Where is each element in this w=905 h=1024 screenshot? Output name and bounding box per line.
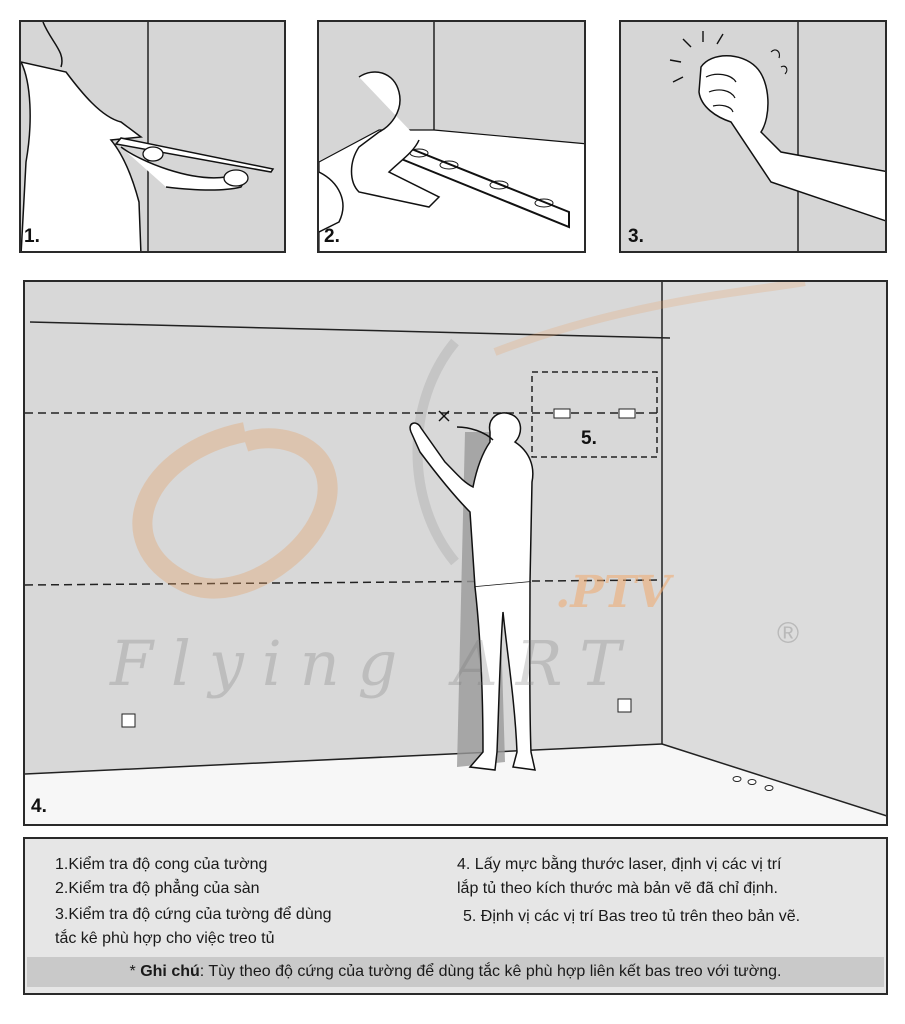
footnote: * Ghi chú: Tùy theo độ cứng của tường để… [27, 957, 884, 987]
note-left-4: tắc kê phù hợp cho việc treo tủ [55, 929, 275, 949]
wall-hardness-drawing [621, 22, 887, 253]
registered-mark: ® [777, 617, 799, 651]
note-left-1: 1.Kiểm tra độ cong của tường [55, 855, 267, 875]
step-number: 3. [628, 226, 644, 248]
step-number: 4. [31, 796, 47, 818]
step-number-5: 5. [581, 428, 597, 450]
watermark-brand: .PTV [555, 567, 670, 618]
step-2-illustration: 2. [317, 20, 586, 253]
step-1-illustration: 1. [19, 20, 286, 253]
footnote-prefix: * [130, 963, 141, 980]
watermark-text: Flying ART [110, 627, 639, 700]
instructions-box: 1.Kiểm tra độ cong của tường 2.Kiểm tra … [23, 837, 888, 995]
step-number: 2. [324, 226, 340, 248]
note-left-2: 2.Kiểm tra độ phẳng của sàn [55, 879, 260, 899]
floor-flatness-drawing [319, 22, 586, 253]
note-right-2: lắp tủ theo kích thước mà bản vẽ đã chỉ … [457, 879, 778, 899]
step-number: 1. [24, 226, 40, 248]
step-4-illustration: .PTV Flying ART ® 5. 4. [23, 280, 888, 826]
footnote-text: : Tùy theo độ cứng của tường để dùng tắc… [200, 963, 782, 980]
wall-curvature-drawing [21, 22, 286, 253]
footnote-label: Ghi chú [140, 963, 200, 980]
laser-marking-drawing [25, 282, 888, 826]
note-right-3: 5. Định vị các vị trí Bas treo tủ trên t… [463, 907, 800, 927]
step-3-illustration: 3. [619, 20, 887, 253]
note-right-1: 4. Lấy mực bằng thước laser, định vị các… [457, 855, 782, 875]
note-left-3: 3.Kiểm tra độ cứng của tường để dùng [55, 905, 332, 925]
